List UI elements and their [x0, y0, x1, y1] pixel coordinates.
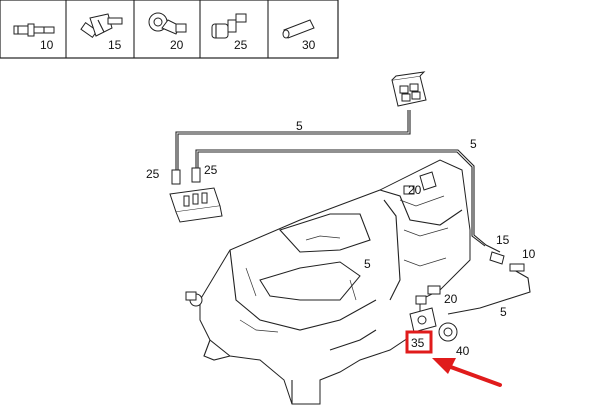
highlighted-callout-35: 35 [405, 330, 433, 354]
tee-connector-part [489, 251, 505, 265]
callout-hose-lower: 5 [500, 305, 507, 319]
callout-valve: 35 [411, 336, 425, 350]
vacuum-hose-lines [175, 110, 531, 315]
legend-plug-connector-icon [211, 13, 247, 39]
parts-legend-table: 10 15 20 25 30 [0, 0, 339, 59]
callout-hose-mid: 5 [364, 257, 371, 271]
legend-label-15: 15 [108, 38, 122, 52]
callout-connector-left-b: 25 [204, 163, 218, 177]
legend-label-20: 20 [170, 38, 184, 52]
left-connector-cluster [169, 167, 223, 223]
climate-housing-unit [185, 159, 471, 405]
straight-connector-part [509, 263, 525, 272]
callout-connector-left-a: 25 [146, 167, 160, 181]
callout-straight-connector: 10 [522, 247, 536, 261]
legend-label-25: 25 [234, 38, 248, 52]
callout-hose-top: 5 [296, 119, 303, 133]
callout-hose-right: 5 [470, 137, 477, 151]
top-connector-block [391, 71, 427, 107]
legend-straight-connector-icon [13, 23, 55, 37]
legend-label-30: 30 [302, 38, 316, 52]
legend-hose-piece-icon [282, 19, 315, 39]
callout-tee: 15 [496, 233, 510, 247]
elbow-connector-lower [415, 285, 441, 305]
legend-tee-connector-icon [80, 13, 123, 38]
pointer-arrow-icon [432, 358, 502, 387]
sensor-part [438, 322, 458, 342]
valve-part [409, 307, 437, 333]
legend-label-10: 10 [40, 38, 54, 52]
callout-elbow-upper: 20 [408, 183, 422, 197]
highlight-box [405, 330, 433, 354]
callout-sensor: 40 [456, 344, 470, 358]
callout-elbow-lower: 20 [444, 292, 458, 306]
legend-elbow-connector-icon [148, 12, 187, 35]
